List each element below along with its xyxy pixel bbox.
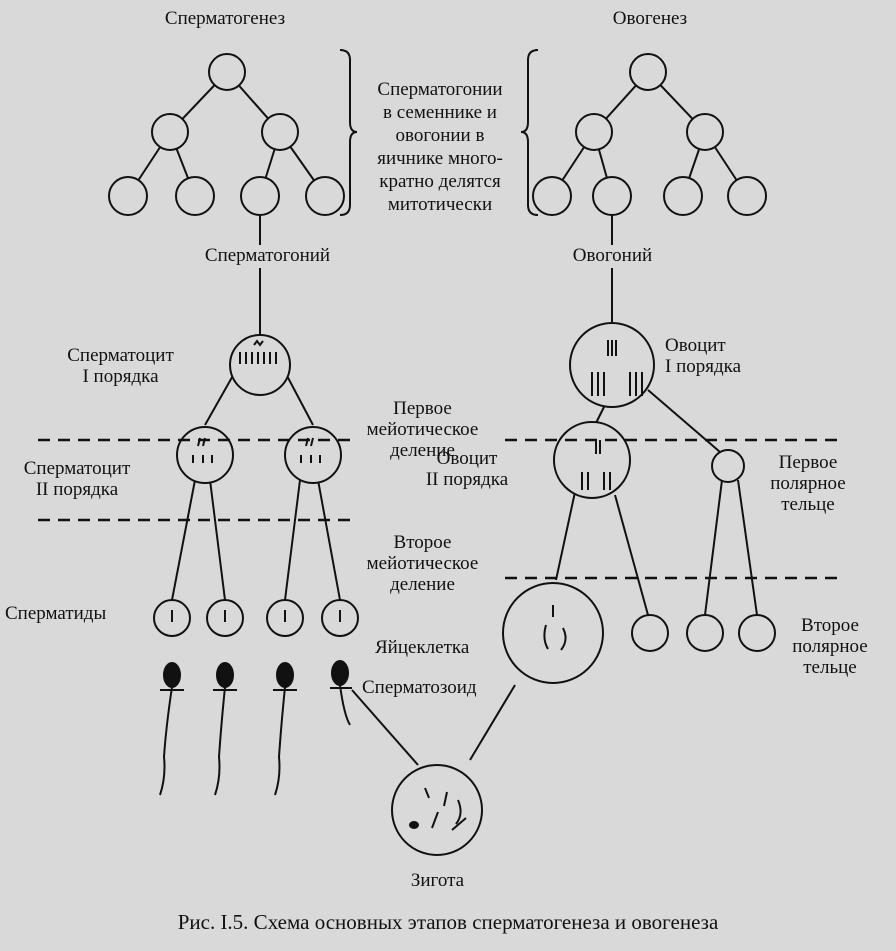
label-line: Второе [393, 532, 452, 553]
egg-cell [502, 582, 604, 684]
label-line: Первое [778, 452, 838, 473]
polar-body-1 [711, 449, 745, 483]
label-spermatocyte-1: Сперматоцит I порядка [58, 345, 183, 387]
label-oocyte-2: Овоцит II порядка [412, 448, 522, 490]
left-brace [339, 49, 358, 216]
label-line: Сперматоцит [23, 458, 131, 479]
label-line: деление [390, 574, 455, 595]
label-polar-body-2: Второе полярное тельце [780, 615, 880, 678]
polar-body-2b [738, 614, 776, 652]
note-line: кратно делятся [379, 171, 501, 192]
label-line: II порядка [425, 469, 509, 490]
title-oogenesis: Овогенез [612, 8, 688, 29]
note-line: Сперматогонии [377, 79, 503, 100]
label-spermatocyte-2: Сперматоцит II порядка [12, 458, 142, 500]
chromosomes [171, 339, 643, 831]
mitosis-note: Сперматогонии в семеннике и овогонии в я… [350, 78, 530, 216]
label-meiosis-2: Второе мейотическое деление [350, 532, 495, 595]
spermatogonia-tree [108, 53, 345, 245]
spermatocyte-2-cell-b [284, 426, 342, 484]
label-line: I порядка [82, 366, 159, 387]
figure-caption: Рис. I.5. Схема основных этапов спермато… [177, 910, 719, 934]
label-line: тельце [781, 494, 835, 515]
label-line: Овоцит [436, 448, 498, 469]
label-meiosis-1: Первое мейотическое деление [350, 398, 495, 461]
zygote-cell [391, 764, 483, 856]
spermatocyte-1-cell [229, 334, 291, 396]
label-line: мейотическое [366, 553, 479, 574]
label-line: мейотическое [366, 419, 479, 440]
label-line: Овоцит [665, 335, 726, 356]
label-spermatids: Сперматиды [5, 603, 107, 624]
right-brace [520, 49, 539, 216]
note-line: яичнике много- [377, 148, 503, 169]
oogonia-tree [532, 53, 767, 245]
label-line: полярное [792, 636, 868, 657]
label-egg: Яйцеклетка [375, 637, 470, 658]
label-line: Второе [801, 615, 859, 636]
label-oocyte-1: Овоцит I порядка [665, 335, 741, 377]
note-line: митотически [387, 194, 493, 215]
label-line: II порядка [35, 479, 119, 500]
label-line: Первое [393, 398, 452, 419]
note-line: овогонии в [395, 125, 485, 146]
title-spermatogenesis: Сперматогенез [164, 8, 286, 29]
label-line: полярное [770, 473, 846, 494]
label-line: тельце [803, 657, 857, 678]
label-oogonium: Овогоний [572, 245, 653, 266]
spermatocyte-2-cell-a [176, 426, 234, 484]
label-line: Сперматоцит [67, 345, 174, 366]
label-polar-body-1: Первое полярное тельце [758, 452, 858, 515]
label-spermatogonium: Сперматогоний [204, 245, 331, 266]
oocyte-2-cell [553, 421, 631, 499]
polar-body-small [631, 614, 669, 652]
label-sperm: Сперматозоид [362, 677, 477, 698]
sperm-cells [159, 660, 352, 796]
note-line: в семеннике и [383, 102, 497, 123]
label-line: I порядка [665, 356, 742, 377]
label-line: деление [390, 440, 455, 461]
label-zygote: Зигота [410, 870, 465, 891]
polar-body-2a [686, 614, 724, 652]
